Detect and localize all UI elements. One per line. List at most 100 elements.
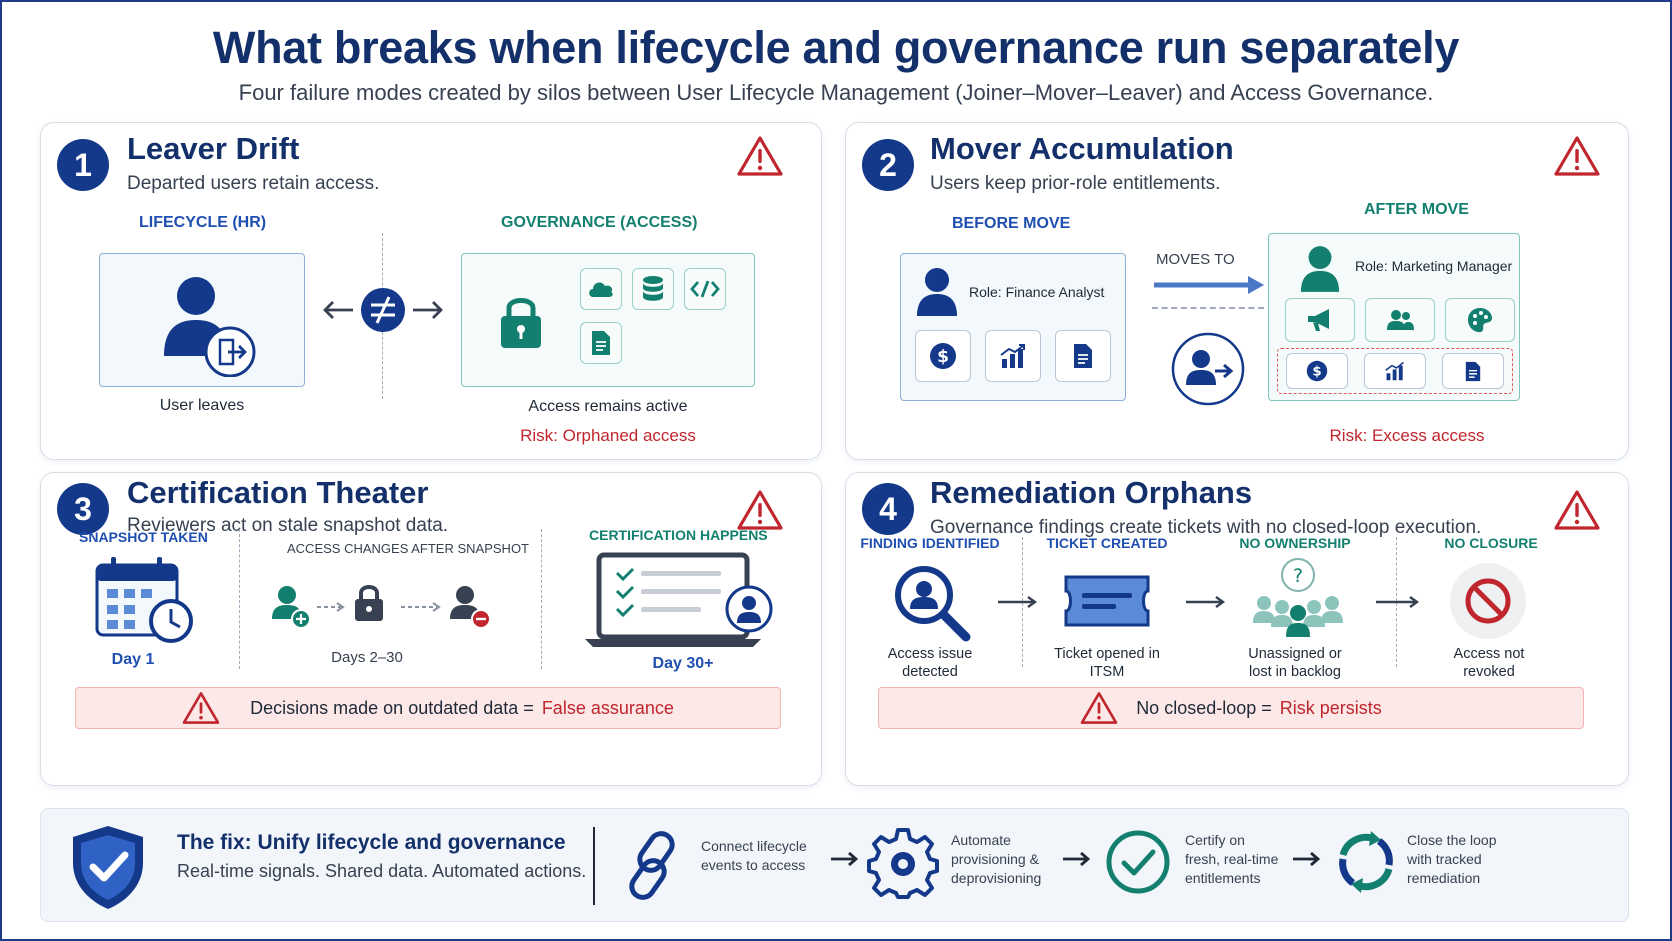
fix-title: The fix: Unify lifecycle and governance [177,831,566,854]
after-move-label: AFTER MOVE [1364,201,1469,218]
document-icon [1074,344,1092,368]
panel-description: Users keep prior-role entitlements. [930,173,1221,194]
divider-line [1022,537,1023,667]
days-range-label: Days 2–30 [331,649,403,666]
panel-number: 3 [57,483,109,535]
document-tile [580,322,622,364]
fix-step-text: Automate provisioning & deprovisioning [951,832,1042,886]
lifecycle-label: LIFECYCLE (HR) [139,214,267,231]
warning-icon [737,136,783,176]
warning-icon [1554,490,1600,530]
alert-risk: False assurance [541,697,674,718]
panel-number: 2 [862,139,914,191]
snapshot-label: SNAPSHOT TAKEN [79,529,208,545]
team-icon [1387,310,1414,330]
lifecycle-box [99,253,305,387]
step-label: NO OWNERSHIP [1239,535,1351,551]
warning-icon [1080,692,1118,724]
panel-title: Remediation Orphans [930,475,1253,510]
alert-text: Decisions made on outdated data = [250,697,534,718]
chart-icon [1000,344,1025,368]
lock-icon [501,298,541,348]
team-tile [1365,298,1435,342]
governance-label: GOVERNANCE (ACCESS) [501,214,698,231]
svg-text:$: $ [937,347,949,367]
ticket-icon [1064,575,1150,627]
gear-icon [867,828,939,899]
calendar-clock-icon [95,557,193,643]
page-title: What breaks when lifecycle and governanc… [212,22,1460,73]
panel-leaver-drift: 1 Leaver Drift Departed users retain acc… [40,122,822,460]
chart-icon [1385,361,1404,381]
step-caption: Access issue detected [887,646,973,680]
code-icon [690,280,720,298]
panel-description: Governance findings create tickets with … [930,517,1482,538]
user-move-icon [1171,332,1245,406]
finance-tile: $ [915,330,971,382]
panel-number: 1 [57,139,109,191]
dollar-icon: $ [930,343,956,369]
alert-risk: Risk persists [1279,697,1382,718]
changes-label: ACCESS CHANGES AFTER SNAPSHOT [287,541,529,556]
cloud-tile [580,268,622,310]
panel-title: Mover Accumulation [930,131,1234,166]
user-leaves-caption: User leaves [159,397,245,414]
fix-banner: The fix: Unify lifecycle and governance … [40,808,1629,922]
database-icon [643,276,663,301]
divider-line [593,827,595,905]
cloud-icon [589,282,613,297]
access-remains-caption: Access remains active [528,398,688,415]
after-role: Role: Marketing Manager [1355,258,1513,274]
megaphone-icon [1308,309,1329,331]
step-label: TICKET CREATED [1046,535,1168,551]
database-tile [632,268,674,310]
panel-number: 4 [862,483,914,535]
panel-description: Departed users retain access. [127,173,380,194]
step-caption: Unassigned or lost in backlog [1248,646,1342,680]
panel-remediation-orphans: 4 Remediation Orphans Governance finding… [845,472,1629,786]
person-exit-icon [164,277,256,377]
finance-tile: $ [1286,353,1348,389]
fix-step-text: Certify on fresh, real-time entitlements [1185,832,1279,886]
fix-step-text: Connect lifecycle events to access [701,838,807,873]
laptop-checklist-icon [585,552,773,647]
code-tile [684,268,726,310]
unassigned-team-icon: ? [1253,558,1343,637]
loop-icon [1339,831,1393,893]
warning-icon [737,490,783,530]
risk-label: Risk: Orphaned access [520,426,696,445]
report-tile [1055,330,1111,382]
divider-line [541,529,542,669]
step-caption: Access not revoked [1453,646,1525,680]
alert-text: No closed-loop = [1136,697,1272,718]
chart-tile [1364,353,1426,389]
risk-label: Risk: Excess access [1329,426,1485,445]
link-icon [629,831,675,900]
dollar-icon: $ [1306,360,1328,382]
excess-access-group: $ [1277,348,1513,394]
day-1-label: Day 1 [111,651,155,668]
fix-subtitle: Real-time signals. Shared data. Automate… [177,861,587,881]
svg-text:?: ? [1293,565,1303,587]
divider-line [1152,307,1264,309]
shield-check-icon [73,826,143,909]
divider-line [1396,537,1397,667]
page-subtitle: Four failure modes created by silos betw… [238,80,1434,105]
check-icon [1106,830,1170,894]
step-label: FINDING IDENTIFIED [860,535,1000,551]
move-arrow-icon [1154,276,1264,294]
palette-tile [1445,298,1515,342]
false-assurance-alert: Decisions made on outdated data = False … [75,687,781,729]
document-icon [1465,361,1481,381]
moves-to-label: MOVES TO [1156,251,1235,268]
megaphone-tile [1285,298,1355,342]
panel-description: Reviewers act on stale snapshot data. [127,515,449,536]
panel-mover-accumulation: 2 Mover Accumulation Users keep prior-ro… [845,122,1629,460]
arrow-right-icon [1293,851,1321,867]
certification-label: CERTIFICATION HAPPENS [589,527,768,543]
panel-title: Certification Theater [127,475,429,510]
before-role: Role: Finance Analyst [969,284,1105,300]
not-equal-icon [323,288,443,332]
step-caption: Ticket opened in ITSM [1054,646,1160,680]
